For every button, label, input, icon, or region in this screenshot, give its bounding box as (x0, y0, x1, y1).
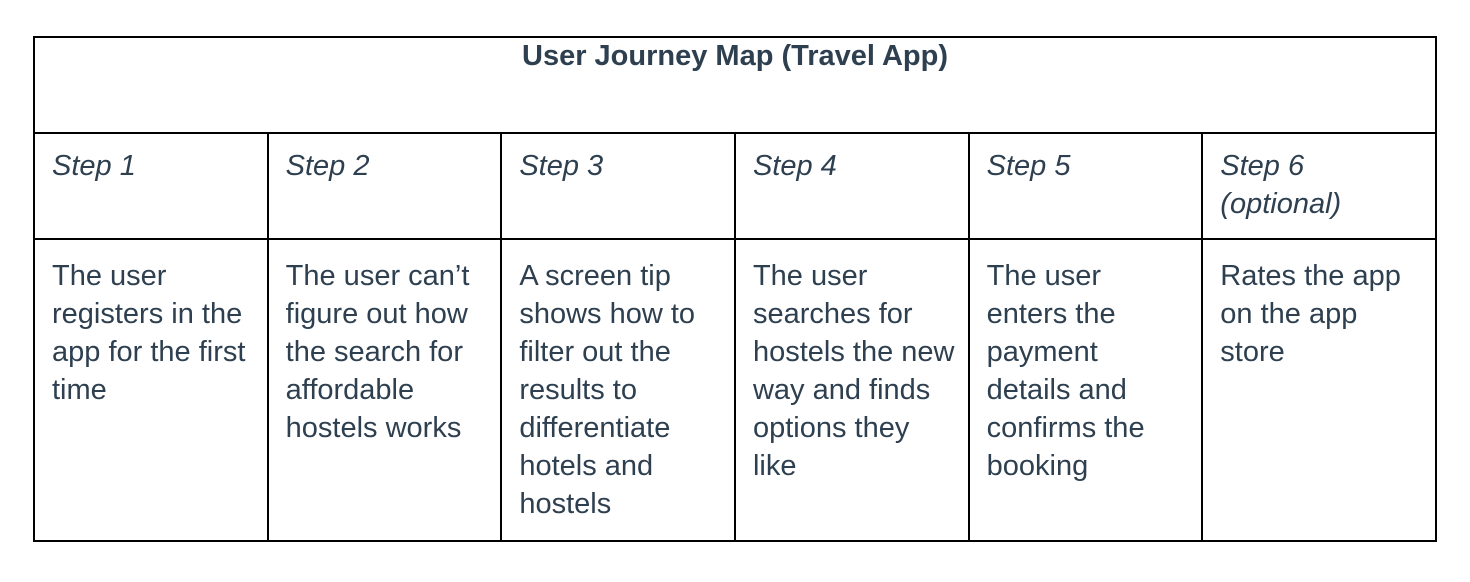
step-header-6: Step 6 (optional) (1201, 132, 1437, 240)
description-row: The user registers in the app for the fi… (33, 238, 1437, 542)
step-header-1: Step 1 (33, 132, 269, 240)
step-description-1: The user registers in the app for the fi… (33, 238, 269, 542)
title-row: User Journey Map (Travel App) (33, 36, 1437, 134)
step-description-2: The user can’t figure out how the search… (266, 238, 503, 542)
step-header-3: Step 3 (500, 132, 736, 240)
step-header-5: Step 5 (967, 132, 1204, 240)
step-description-3: A screen tip shows how to filter out the… (500, 238, 736, 542)
step-header-4: Step 4 (733, 132, 970, 240)
step-header-row: Step 1 Step 2 Step 3 Step 4 Step 5 Step … (33, 132, 1437, 240)
user-journey-table: User Journey Map (Travel App) Step 1 Ste… (33, 36, 1437, 542)
step-description-4: The user searches for hostels the new wa… (733, 238, 970, 542)
step-header-2: Step 2 (266, 132, 503, 240)
step-description-5: The user enters the payment details and … (967, 238, 1204, 542)
step-description-6: Rates the app on the app store (1201, 238, 1437, 542)
table-title: User Journey Map (Travel App) (33, 36, 1437, 134)
